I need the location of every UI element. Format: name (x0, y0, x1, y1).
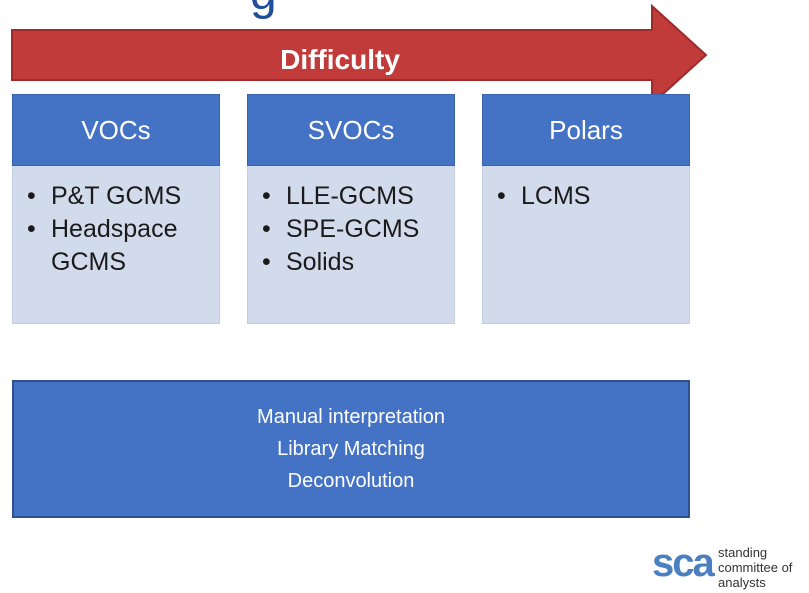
logo-line: committee of (718, 560, 793, 575)
list-item: Headspace GCMS (27, 213, 209, 279)
column-vocs: VOCs P&T GCMS Headspace GCMS (12, 94, 220, 324)
column-heading: SVOCs (247, 94, 455, 166)
column-polars: Polars LCMS (482, 94, 690, 324)
sca-logo: sca standing committee of analysts (652, 543, 809, 593)
list-item: P&T GCMS (27, 180, 209, 213)
column-svocs: SVOCs LLE-GCMS SPE-GCMS Solids (247, 94, 455, 324)
interpretation-line: Manual interpretation (257, 406, 445, 428)
difficulty-arrow (11, 3, 708, 107)
interpretation-box: Manual interpretation Library Matching D… (12, 380, 690, 518)
column-body: LCMS (482, 166, 690, 324)
logo-text: standing committee of analysts (718, 545, 792, 590)
column-heading: Polars (482, 94, 690, 166)
list-item: LLE-GCMS (262, 180, 444, 213)
list-item: Solids (262, 246, 444, 279)
interpretation-line: Library Matching (277, 438, 425, 460)
list-item: SPE-GCMS (262, 213, 444, 246)
column-body: P&T GCMS Headspace GCMS (12, 166, 220, 324)
logo-mark: sca (652, 541, 715, 585)
slide-title-fragment: g (250, 0, 278, 21)
interpretation-line: Deconvolution (287, 470, 415, 492)
difficulty-label: Difficulty (280, 44, 400, 75)
column-body: LLE-GCMS SPE-GCMS Solids (247, 166, 455, 324)
list-item: LCMS (497, 180, 679, 213)
logo-line: analysts (718, 575, 766, 590)
column-heading: VOCs (12, 94, 220, 166)
logo-line: standing (718, 545, 768, 560)
